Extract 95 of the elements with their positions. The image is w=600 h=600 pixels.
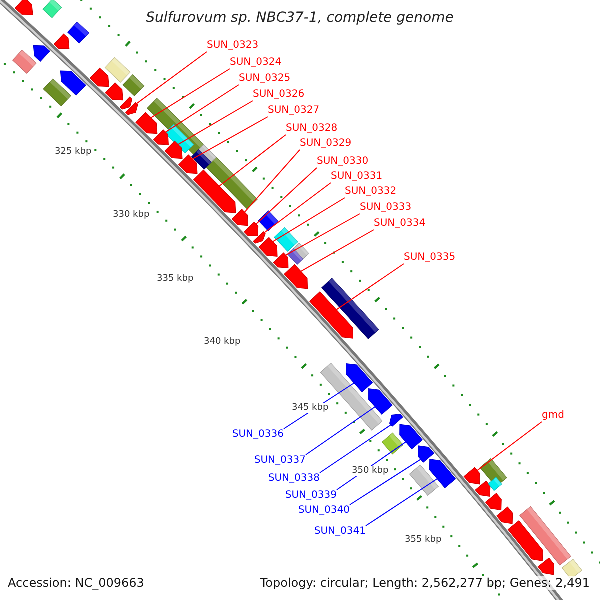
gene-feature: [54, 34, 70, 50]
gene-label: SUN_0338: [268, 473, 320, 485]
gene-feature: [258, 237, 278, 257]
genome-info-text: Topology: circular; Length: 2,562,277 bp; Genes: 2,491: [260, 576, 590, 590]
scale-label: 340 kbp: [204, 337, 241, 347]
gene-bar: [67, 22, 90, 44]
gene-feature: [120, 96, 133, 110]
gene-feature: [538, 558, 554, 576]
gene-label: SUN_0331: [331, 171, 383, 183]
scale-label: 345 kbp: [292, 403, 329, 413]
gene-feature: [105, 82, 124, 101]
gene-feature: [253, 231, 266, 244]
title: Sulfurovum sp. NBC37-1, complete genome: [145, 9, 455, 27]
gene-label: SUN_0341: [314, 526, 366, 538]
gene-label: SUN_0329: [300, 138, 352, 150]
gene-feature: [400, 424, 424, 450]
gene-feature: [485, 493, 502, 511]
gene-label: SUN_0324: [230, 57, 282, 69]
leader-line: [136, 52, 208, 104]
leader-line: [178, 100, 254, 146]
gene-feature: [429, 459, 456, 489]
gene-bar: [382, 432, 404, 455]
leader-line: [366, 478, 438, 526]
gene-bar: [104, 57, 131, 83]
scale-label: 325 kbp: [55, 147, 92, 157]
gene-label: SUN_0327: [268, 105, 320, 117]
gene-feature: [284, 264, 308, 290]
leader-line: [476, 422, 542, 472]
gene-bar: [519, 506, 572, 566]
gene-label: SUN_0333: [360, 202, 412, 214]
scale-label: 350 kbp: [352, 466, 389, 476]
leader-line: [150, 68, 230, 118]
gene-bar: [42, 0, 62, 18]
leader-line: [320, 424, 392, 474]
leader-line: [219, 134, 286, 187]
scale-label: 355 kbp: [405, 535, 442, 545]
gene-feature: [475, 480, 491, 497]
gene-feature: [33, 45, 50, 62]
gene-bar: [258, 210, 279, 232]
scale-label: 330 kbp: [113, 210, 150, 220]
gene-label: SUN_0330: [317, 156, 369, 168]
gene-label: SUN_0332: [345, 186, 397, 198]
gene-label: SUN_0340: [298, 505, 350, 517]
gene-feature: [153, 130, 169, 146]
gene-label: SUN_0334: [374, 218, 426, 230]
gene-feature: [125, 102, 138, 116]
gene-bar: [321, 278, 380, 340]
accession-text: Accession: NC_009663: [8, 576, 144, 590]
gene-feature: [136, 112, 158, 134]
gene-label: SUN_0335: [404, 252, 456, 264]
gene-bar: [274, 227, 299, 252]
leader-line: [300, 230, 374, 272]
gene-feature: [178, 154, 198, 174]
leader-line: [272, 198, 346, 242]
gene-label: SUN_0325: [239, 73, 291, 85]
gene-feature: [90, 68, 110, 88]
gene-label: SUN_0328: [286, 123, 338, 135]
gene-feature: [14, 0, 34, 16]
gene-bar: [43, 78, 72, 107]
leader-line: [192, 116, 268, 160]
gene-feature: [164, 140, 183, 160]
gene-feature: [193, 170, 236, 214]
gene-feature: [244, 222, 259, 236]
gene-feature: [389, 414, 404, 427]
leader-line: [264, 182, 332, 234]
scale-label: 335 kbp: [157, 274, 194, 284]
leader-line: [244, 150, 300, 213]
gene-feature: [60, 70, 86, 96]
gene-bar: [287, 248, 304, 266]
leader-line: [306, 406, 376, 456]
gene-feature: [232, 209, 248, 226]
gene-label: SUN_0323: [207, 40, 259, 52]
gene-bar: [122, 74, 145, 97]
gene-bar: [12, 50, 37, 74]
gene-feature: [273, 252, 289, 269]
gene-feature: [309, 292, 354, 339]
gene-bar: [191, 149, 212, 170]
gene-label: SUN_0326: [253, 89, 305, 101]
leader-line: [256, 168, 318, 225]
leader-line: [350, 459, 422, 506]
gene-bar: [409, 464, 440, 496]
gene-bar: [488, 477, 502, 492]
gene-label: SUN_0339: [285, 490, 337, 502]
gene-label: SUN_0337: [254, 455, 306, 467]
gene-feature: [368, 388, 393, 416]
gene-feature: [496, 506, 514, 524]
gene-feature: [464, 467, 480, 485]
gene-label: SUN_0336: [232, 429, 284, 441]
gene-label: gmd: [542, 410, 564, 422]
leader-line: [285, 214, 360, 256]
leader-line: [165, 84, 240, 133]
leader-line: [336, 264, 404, 310]
gene-feature: [346, 363, 374, 393]
gene-feature: [508, 520, 544, 562]
gene-feature: [418, 446, 435, 463]
